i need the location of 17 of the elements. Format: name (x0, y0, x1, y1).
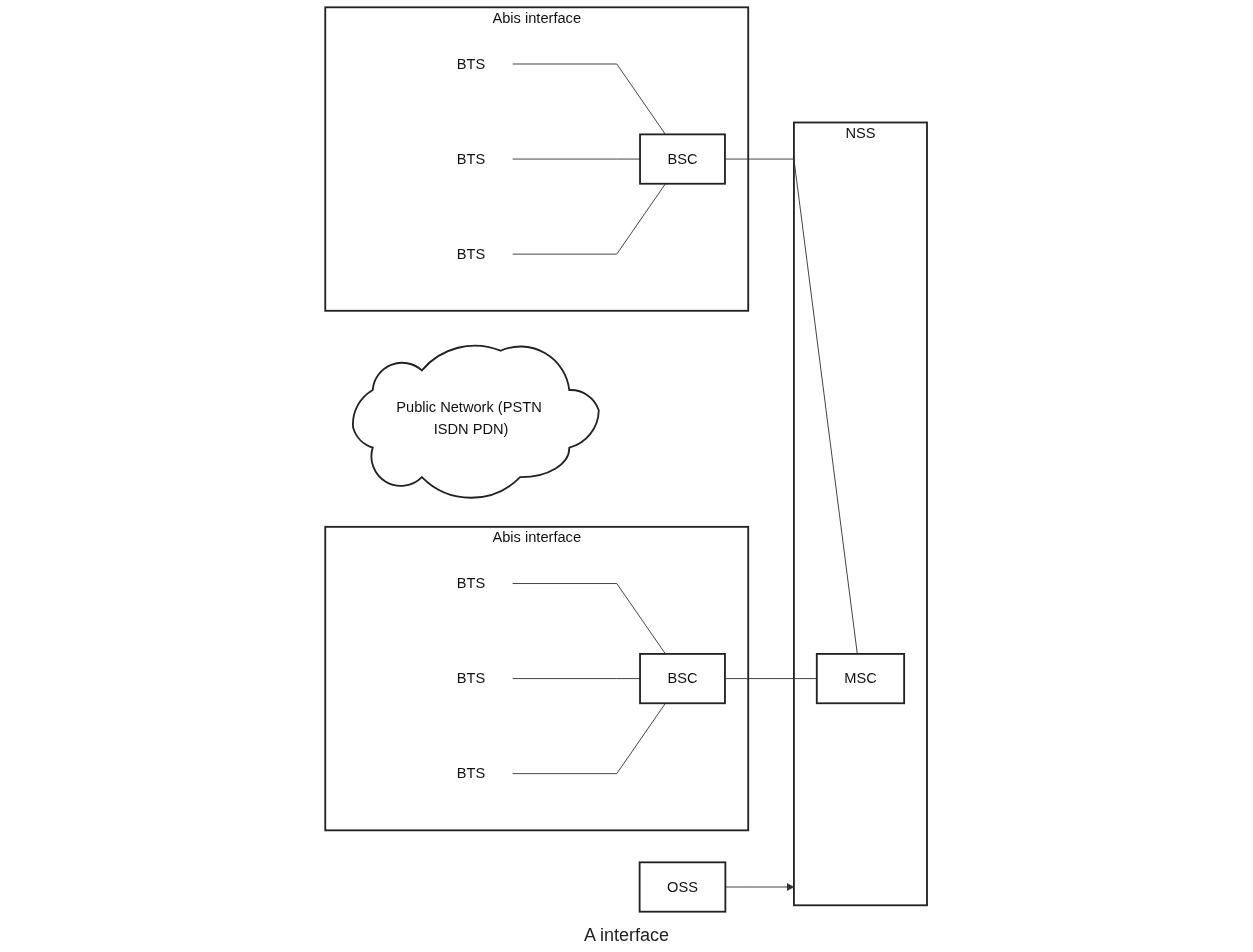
node-text: BTS (457, 575, 486, 591)
node-text: BTS (457, 55, 486, 72)
interface-label: A interface (583, 925, 670, 946)
connector (512, 678, 641, 680)
node-box: BSC (639, 133, 727, 185)
node-text: BTS (457, 765, 486, 781)
connector (512, 158, 641, 160)
node-text: BTS (457, 245, 486, 262)
node-text: BTS (457, 670, 486, 686)
node-box: MSC (816, 653, 906, 705)
node-box: OSS (639, 861, 727, 913)
connector (512, 63, 667, 135)
node-text: BTS (457, 150, 486, 167)
connector (512, 702, 667, 775)
node-box: BSC (639, 653, 727, 705)
connector (512, 583, 667, 655)
connector (512, 183, 667, 255)
